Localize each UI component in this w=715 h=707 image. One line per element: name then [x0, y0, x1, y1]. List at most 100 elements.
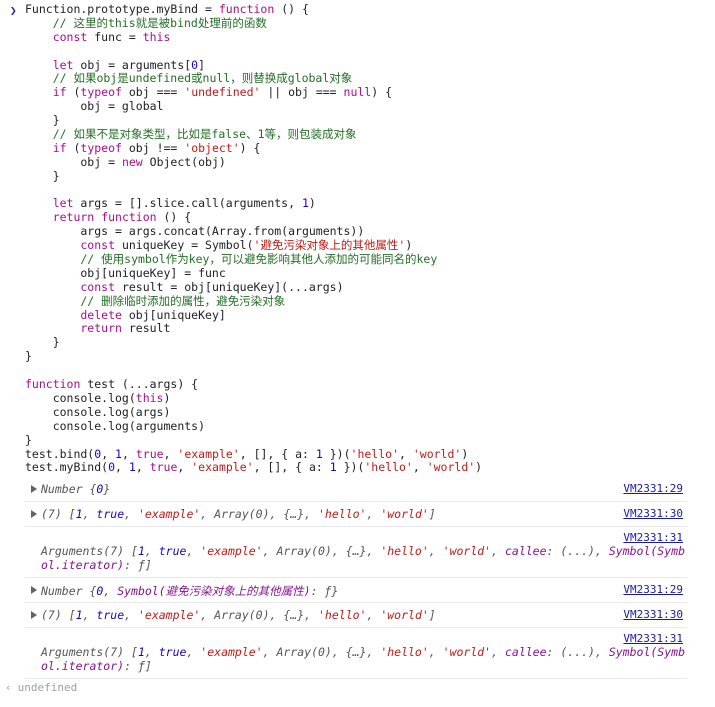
console-result: ‹undefined — [5, 679, 715, 696]
code-token: 'world' — [412, 446, 462, 461]
code-token: , [], { a: — [239, 446, 316, 461]
code-line: Function.prototype.myBind = function () … — [25, 2, 715, 17]
code-token: const — [25, 279, 116, 294]
value-token: callee — [504, 544, 547, 559]
code-line — [25, 364, 715, 378]
code-line: obj = global — [25, 99, 715, 114]
code-token: , — [399, 446, 413, 461]
value-token: 'example' — [137, 507, 201, 522]
message-row: Number {0, Symbol(避免污染对象上的其他属性): ƒ} — [25, 578, 687, 599]
code-token: const — [25, 29, 88, 44]
code-token: obj !== — [121, 140, 185, 155]
value-token: true — [96, 507, 125, 522]
expand-triangle-icon[interactable] — [31, 586, 37, 595]
value-token: 'world' — [380, 608, 429, 623]
source-link[interactable]: VM2331:31 — [623, 632, 683, 646]
code-line: } — [25, 168, 715, 184]
value-token: Symbol(Symbol.iterator) — [41, 544, 685, 573]
code-token: args = args.concat(Array.from(arguments)… — [25, 224, 365, 239]
code-token: return — [25, 210, 95, 225]
code-token: let — [25, 196, 74, 211]
code-token: null — [343, 85, 372, 100]
code-line: test.myBind(0, 1, true, 'example', [], {… — [25, 460, 715, 475]
code-line: console.log(this) — [25, 390, 715, 406]
code-token: // 使用symbol作为key，可以避免影响其他人添加的可能同名的key — [25, 252, 438, 267]
console-input-block[interactable]: ❯ Function.prototype.myBind = function (… — [0, 0, 715, 477]
value-token: , — [428, 645, 443, 660]
value-token: , Array(0), {…}, — [200, 507, 318, 522]
source-link[interactable]: VM2331:30 — [623, 608, 683, 622]
value-token: Number { — [41, 584, 97, 599]
code-token: ( — [66, 85, 81, 100]
code-token: '避免污染对象上的其他属性' — [253, 238, 406, 253]
value-token: Arguments(7) [ — [41, 645, 138, 660]
value-token: 'world' — [442, 544, 492, 559]
code-line: return function () { — [25, 210, 715, 225]
source-link[interactable]: VM2331:29 — [623, 583, 683, 597]
expand-triangle-icon[interactable] — [31, 611, 37, 620]
code-token: ) — [163, 390, 171, 405]
message-row: (7) [1, true, 'example', Array(0), {…}, … — [25, 603, 687, 622]
source-link[interactable]: VM2331:29 — [623, 482, 683, 496]
message-text: (7) [1, true, 'example', Array(0), {…}, … — [41, 608, 436, 622]
value-token: ] — [428, 507, 436, 522]
code-token: test.myBind( — [25, 460, 109, 475]
code-token: obj = arguments[ — [73, 57, 192, 72]
value-token: 'example' — [200, 645, 263, 660]
code-token: let — [25, 57, 74, 72]
value-token: , Array(0), {…}, — [200, 608, 318, 623]
expand-triangle-icon[interactable] — [31, 510, 37, 519]
message-row: (7) [1, true, 'example', Array(0), {…}, … — [25, 502, 687, 521]
code-token: test (...args) { — [80, 377, 199, 392]
console-message[interactable]: VM2331:30 (7) [1, true, 'example', Array(… — [25, 603, 687, 629]
code-token: true — [135, 446, 164, 461]
console-message[interactable]: VM2331:30(7) [1, true, 'example', Array(… — [25, 502, 687, 528]
value-token: Arguments(7) [ — [41, 544, 138, 559]
code-token: function — [25, 377, 81, 392]
value-token: true — [158, 645, 187, 660]
code-token: Object(obj) — [142, 154, 226, 169]
code-token: uniqueKey = Symbol( — [115, 238, 254, 253]
source-link[interactable]: VM2331:30 — [623, 507, 683, 521]
value-token: , — [124, 608, 138, 623]
code-line: console.log(args) — [25, 405, 715, 420]
expand-triangle-icon[interactable] — [31, 485, 37, 494]
code-token: obj[uniqueKey] — [121, 307, 226, 322]
code-token: 0 — [94, 446, 102, 461]
value-token: 'world' — [380, 507, 429, 522]
code-token: this — [142, 29, 171, 44]
value-token: : ƒ] — [124, 659, 152, 674]
value-token: , Array(0), {…}, — [262, 645, 381, 660]
source-link[interactable]: VM2331:31 — [623, 531, 683, 545]
code-token: typeof — [80, 140, 122, 155]
code-line: return result — [25, 322, 715, 336]
code-token: // 如果obj是undefined或null，则替换成global对象 — [25, 71, 353, 86]
code-token: } — [25, 168, 60, 183]
code-token: } — [25, 113, 60, 128]
value-token: , — [124, 507, 138, 522]
code-token: result = obj[uniqueKey](...args) — [115, 279, 344, 294]
code-token: // 这里的this就是被bind处理前的函数 — [25, 15, 267, 30]
code-line: let obj = arguments[0] — [25, 57, 715, 73]
code-line: console.log(arguments) — [25, 419, 715, 434]
code-line: if (typeof obj !== 'object') { — [25, 140, 715, 156]
code-line: const func = this — [25, 29, 715, 45]
chevron-right-icon: ❯ — [10, 4, 17, 17]
value-token: ] — [428, 608, 436, 623]
code-editor[interactable]: Function.prototype.myBind = function () … — [25, 2, 715, 475]
value-token: , — [82, 507, 97, 522]
code-line: } — [25, 113, 715, 128]
code-token: // 如果不是对象类型，比如是false、1等，则包装成对象 — [25, 127, 357, 142]
code-line: } — [25, 349, 715, 364]
message-row: Arguments(7) [1, true, 'example', Array(… — [25, 628, 687, 673]
code-token: 'undefined' — [184, 85, 261, 100]
value-token: 'hello' — [318, 507, 367, 522]
code-token: function — [218, 2, 275, 16]
code-token: args = [].slice.call(arguments, — [73, 196, 302, 211]
